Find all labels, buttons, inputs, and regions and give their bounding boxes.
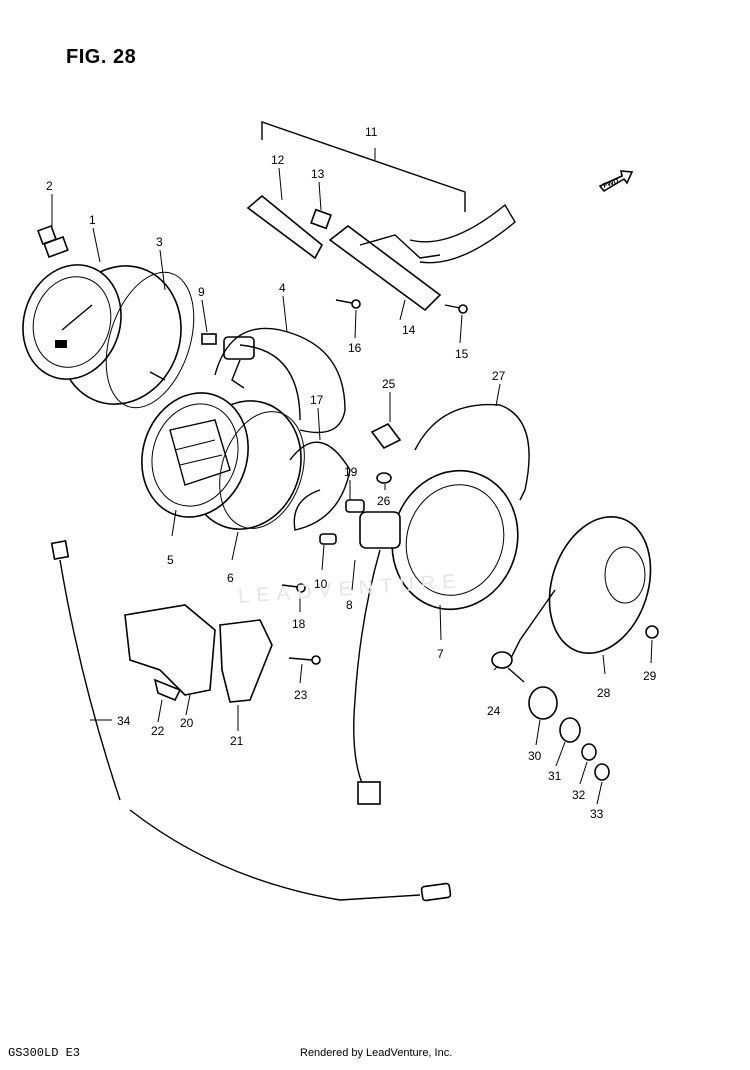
part-30-grommet <box>528 686 558 720</box>
callout-4: 4 <box>279 281 286 295</box>
part-19-socket <box>345 499 401 549</box>
part-7-case <box>391 469 519 611</box>
callout-34: 34 <box>117 714 131 728</box>
part-6-ring <box>219 411 305 529</box>
part-16-screw <box>335 299 361 309</box>
callout-16: 16 <box>348 341 362 355</box>
callout-20: 20 <box>180 716 194 730</box>
callout-31: 31 <box>548 769 562 783</box>
part-13-clip <box>310 208 332 230</box>
callout-19: 19 <box>344 465 358 479</box>
part-5-tachometer <box>141 392 302 530</box>
part-3-ring <box>105 271 195 409</box>
callout-22: 22 <box>151 724 165 738</box>
part-1-speedometer <box>22 264 182 405</box>
part-18-screw <box>281 583 306 593</box>
callout-23: 23 <box>294 688 308 702</box>
callout-14: 14 <box>402 323 416 337</box>
part-2-screw <box>37 225 69 259</box>
fwd-label: FWD <box>602 178 619 190</box>
callout-1: 1 <box>89 213 96 227</box>
part-31-washer <box>559 717 581 743</box>
figure-title: FIG. 28 <box>66 46 137 68</box>
model-code: GS300LD E3 <box>8 1046 81 1060</box>
part-25-clip <box>370 422 402 450</box>
callout-5: 5 <box>167 553 174 567</box>
part-26-grommet <box>376 472 392 484</box>
part-22-cover <box>153 678 182 702</box>
part-33-nut <box>594 763 610 781</box>
bracket-11 <box>261 121 466 212</box>
callout-27: 27 <box>492 369 506 383</box>
callout-2: 2 <box>46 179 53 193</box>
part-29-nut <box>645 625 659 639</box>
callout-33: 33 <box>590 807 604 821</box>
callout-18: 18 <box>292 617 306 631</box>
part-15-screw <box>444 304 468 314</box>
part-4-cup <box>214 327 346 434</box>
callout-25: 25 <box>382 377 396 391</box>
callout-13: 13 <box>311 167 325 181</box>
callout-labels: 1 2 3 4 5 6 7 8 9 10 11 12 13 14 15 16 1… <box>46 125 657 821</box>
fwd-arrow-icon: FWD <box>598 170 634 193</box>
part-12-housing <box>246 194 324 260</box>
part-24-bolt <box>491 651 525 683</box>
callout-28: 28 <box>597 686 611 700</box>
harness-11 <box>409 203 516 264</box>
part-34-cable <box>50 539 452 902</box>
callout-15: 15 <box>455 347 469 361</box>
part-14-connector <box>328 224 442 312</box>
callout-21: 21 <box>230 734 244 748</box>
callout-29: 29 <box>643 669 657 683</box>
callout-9: 9 <box>198 285 205 299</box>
callout-8: 8 <box>346 598 353 612</box>
part-27-cover <box>414 403 530 501</box>
callout-26: 26 <box>377 494 391 508</box>
part-10-bulb <box>319 533 337 545</box>
part-28-plate <box>509 515 652 661</box>
credit-line: Rendered by LeadVenture, Inc. <box>300 1047 453 1059</box>
part-9-socket <box>201 333 255 389</box>
callout-3: 3 <box>156 235 163 249</box>
callout-11: 11 <box>365 125 378 139</box>
part-20-cover <box>124 604 216 696</box>
callout-10: 10 <box>314 577 328 591</box>
callout-32: 32 <box>572 788 586 802</box>
part-32-washer <box>581 743 597 761</box>
part-17-bracket <box>289 441 351 531</box>
callout-17: 17 <box>310 393 324 407</box>
callout-30: 30 <box>528 749 542 763</box>
leader-lines <box>51 167 653 805</box>
callout-12: 12 <box>271 153 285 167</box>
part-23-screw <box>288 655 321 665</box>
part-8-harness <box>353 549 381 805</box>
callout-6: 6 <box>227 571 234 585</box>
callout-7: 7 <box>437 647 444 661</box>
callout-24: 24 <box>487 704 501 718</box>
part-21-cover <box>219 619 273 703</box>
